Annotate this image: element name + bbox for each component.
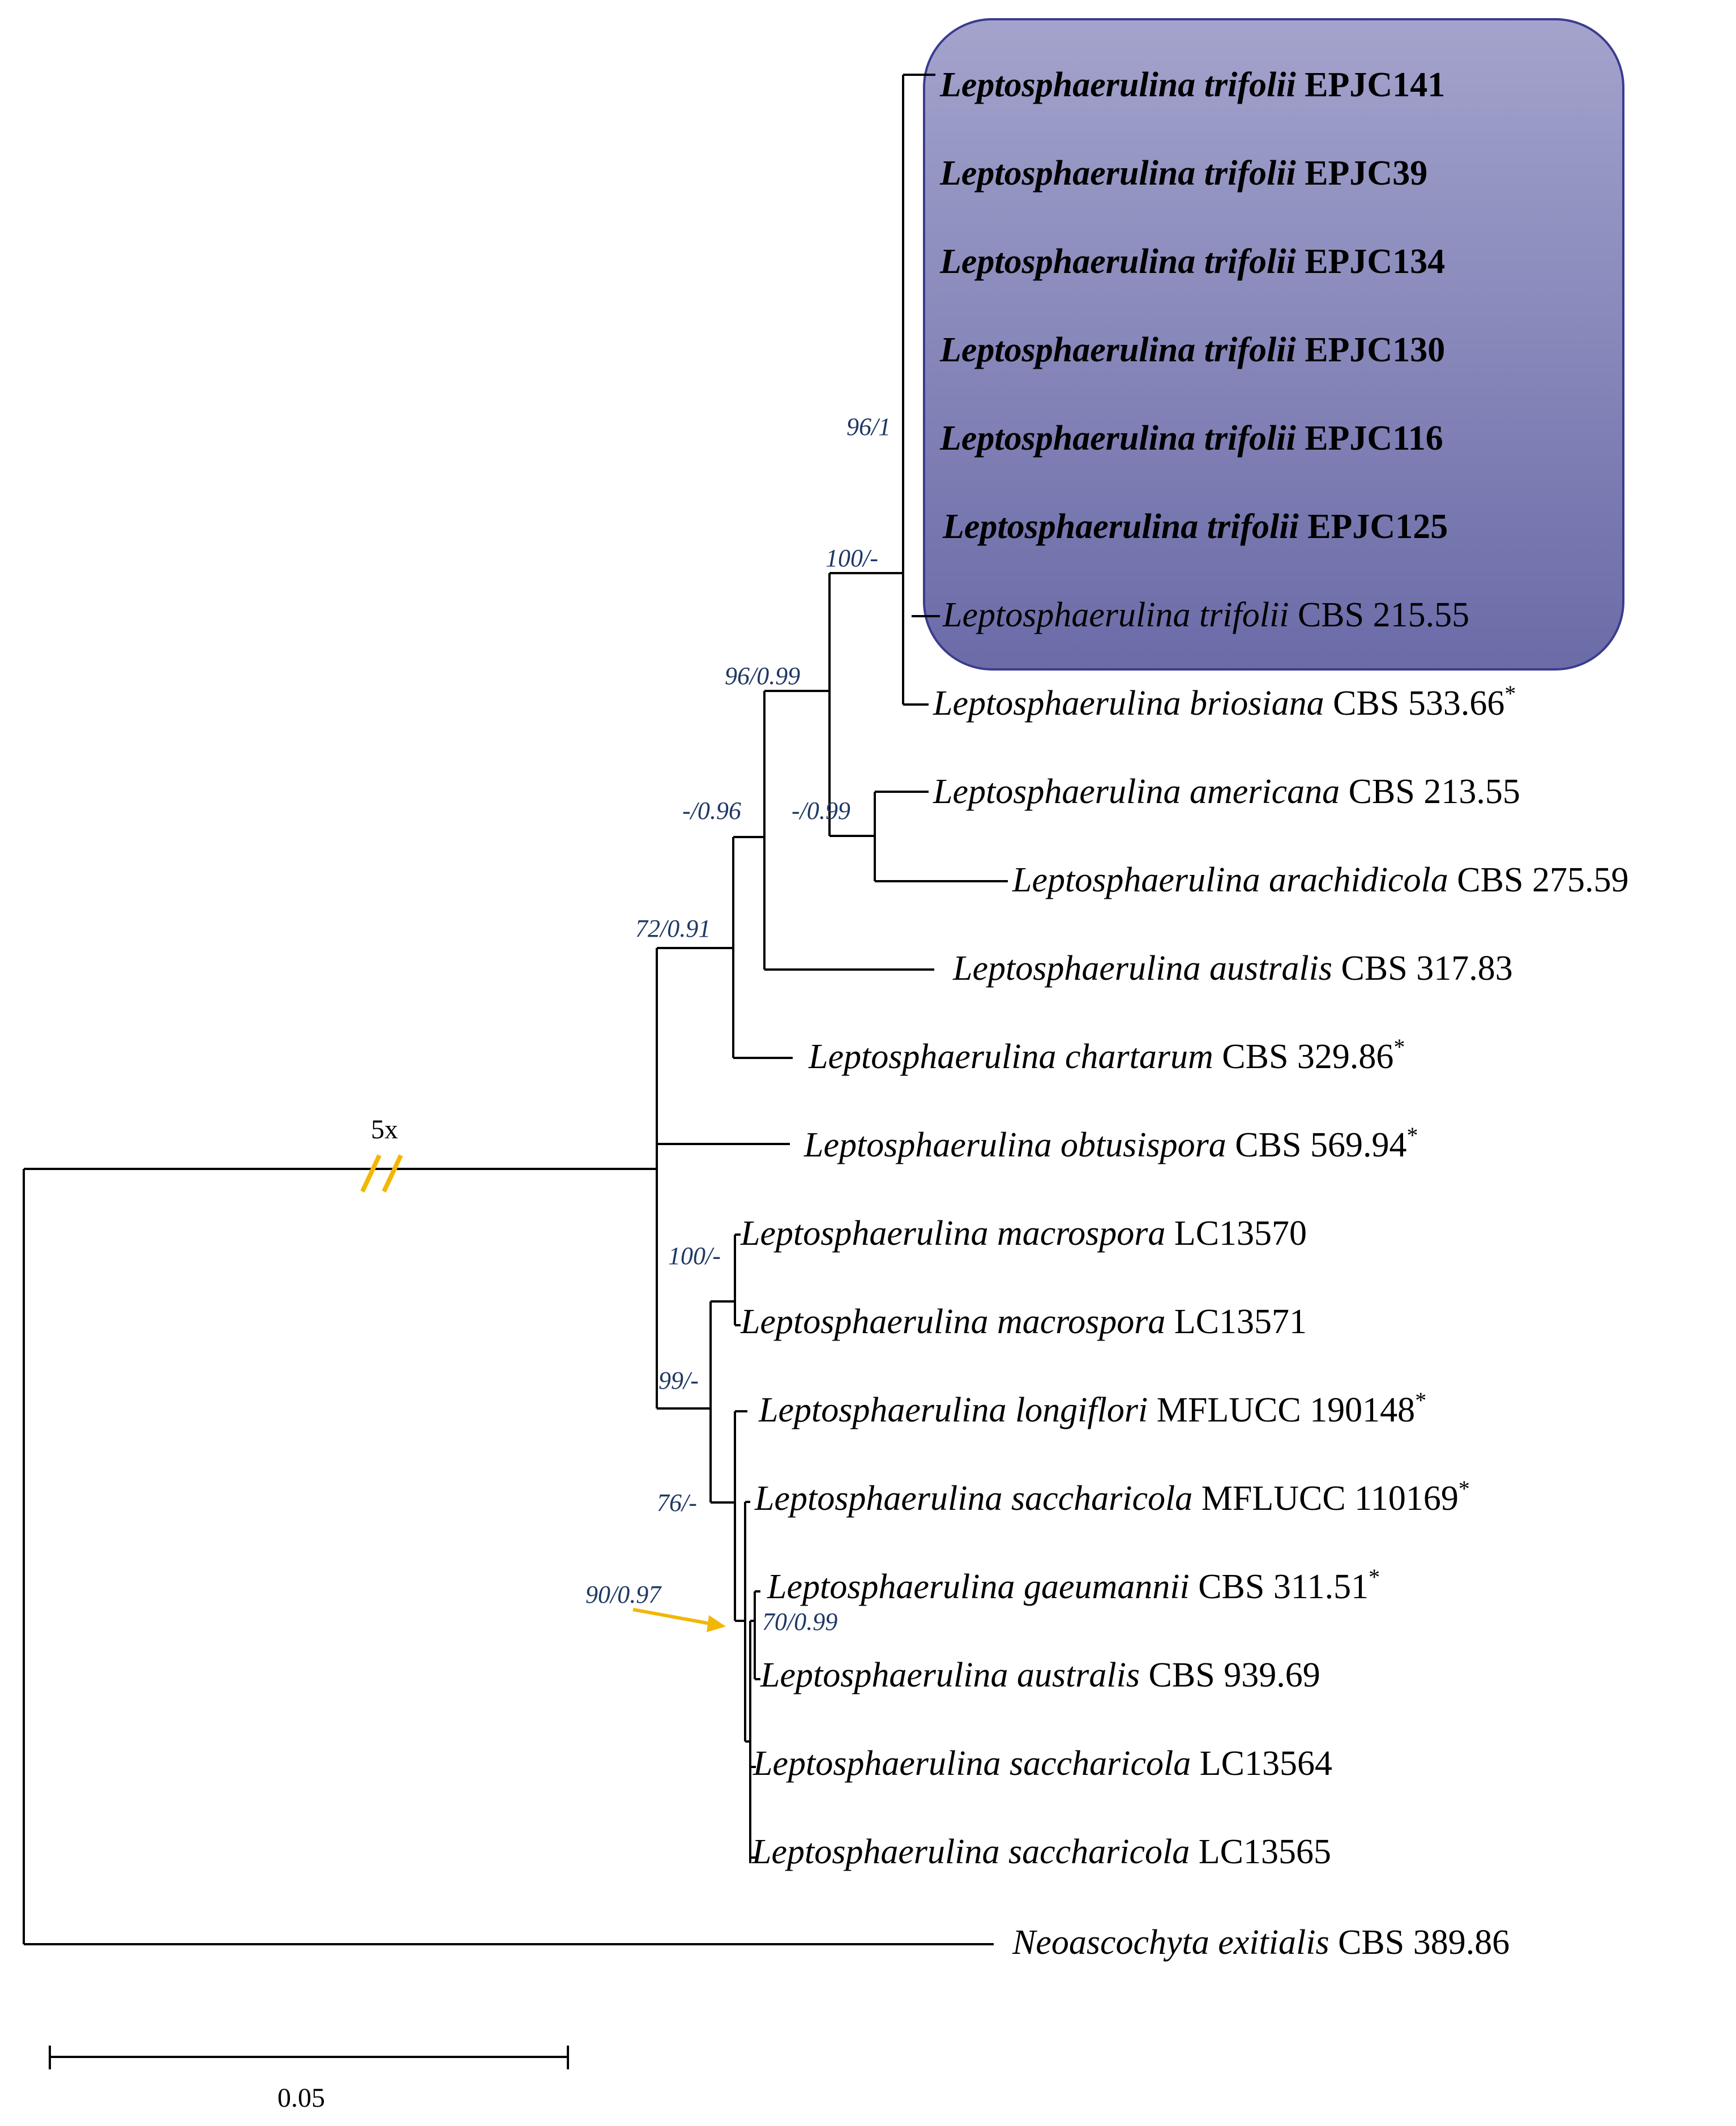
taxon-label: Leptosphaerulina arachidicola CBS 275.59: [1012, 861, 1629, 899]
support-label: 90/0.97: [585, 1581, 662, 1608]
support-label: -/0.99: [792, 797, 850, 825]
taxon-label: Leptosphaerulina macrospora LC13570: [740, 1214, 1307, 1253]
tree-branches: [23, 74, 1008, 1945]
support-label: -/0.96: [682, 797, 741, 825]
taxon-labels: Leptosphaerulina trifolii EPJC141 Leptos…: [740, 66, 1629, 1962]
support-label: 76/-: [657, 1489, 697, 1517]
taxon-label: Leptosphaerulina gaeumannii CBS 311.51*: [767, 1564, 1380, 1606]
taxon-label: Leptosphaerulina macrospora LC13571: [740, 1303, 1307, 1341]
support-label: 100/-: [668, 1242, 721, 1270]
taxon-label: Neoascochyta exitialis CBS 389.86: [1012, 1923, 1510, 1962]
taxon-label: Leptosphaerulina australis CBS 939.69: [760, 1656, 1320, 1694]
taxon-label: Leptosphaerulina saccharicola LC13565: [751, 1833, 1331, 1871]
taxon-label: Leptosphaerulina chartarum CBS 329.86*: [808, 1034, 1405, 1076]
taxon-label: Leptosphaerulina australis CBS 317.83: [952, 949, 1513, 988]
break-label: 5x: [371, 1115, 398, 1145]
support-label: 96/1: [846, 413, 891, 441]
scale-bar: 0.05: [49, 2046, 569, 2113]
taxon-label: Leptosphaerulina obtusispora CBS 569.94*: [803, 1122, 1418, 1164]
taxon-label: Leptosphaerulina briosiana CBS 533.66*: [933, 681, 1516, 723]
support-values: 96/1 100/- 96/0.99 -/0.96 -/0.99 72/0.91…: [585, 413, 891, 1636]
taxon-label: Leptosphaerulina trifolii EPJC125: [942, 507, 1448, 546]
support-label: 96/0.99: [725, 662, 800, 690]
taxon-label: Leptosphaerulina trifolii EPJC130: [939, 331, 1445, 369]
taxon-label: Leptosphaerulina saccharicola LC13564: [752, 1744, 1332, 1783]
support-label: 99/-: [659, 1367, 699, 1394]
taxon-label: Leptosphaerulina trifolii EPJC141: [939, 66, 1445, 104]
clade-highlight-box: [923, 18, 1624, 671]
taxon-label: Leptosphaerulina trifolii EPJC116: [939, 419, 1443, 458]
taxon-label: Leptosphaerulina americana CBS 213.55: [933, 772, 1520, 811]
taxon-label: Leptosphaerulina trifolii EPJC39: [939, 154, 1427, 193]
node-arrow: [632, 1608, 726, 1632]
taxon-label: Leptosphaerulina trifolii CBS 215.55: [942, 596, 1469, 634]
taxon-label: Leptosphaerulina saccharicola MFLUCC 110…: [754, 1476, 1470, 1518]
scale-bar-label: 0.05: [277, 2083, 325, 2113]
taxon-label: Leptosphaerulina trifolii EPJC134: [939, 242, 1445, 281]
support-label: 100/-: [826, 544, 878, 572]
taxon-label: Leptosphaerulina longiflori MFLUCC 19014…: [758, 1388, 1426, 1429]
support-label: 70/0.99: [762, 1608, 837, 1636]
support-label: 72/0.91: [635, 915, 711, 942]
branch-break-mark: [360, 1154, 403, 1193]
